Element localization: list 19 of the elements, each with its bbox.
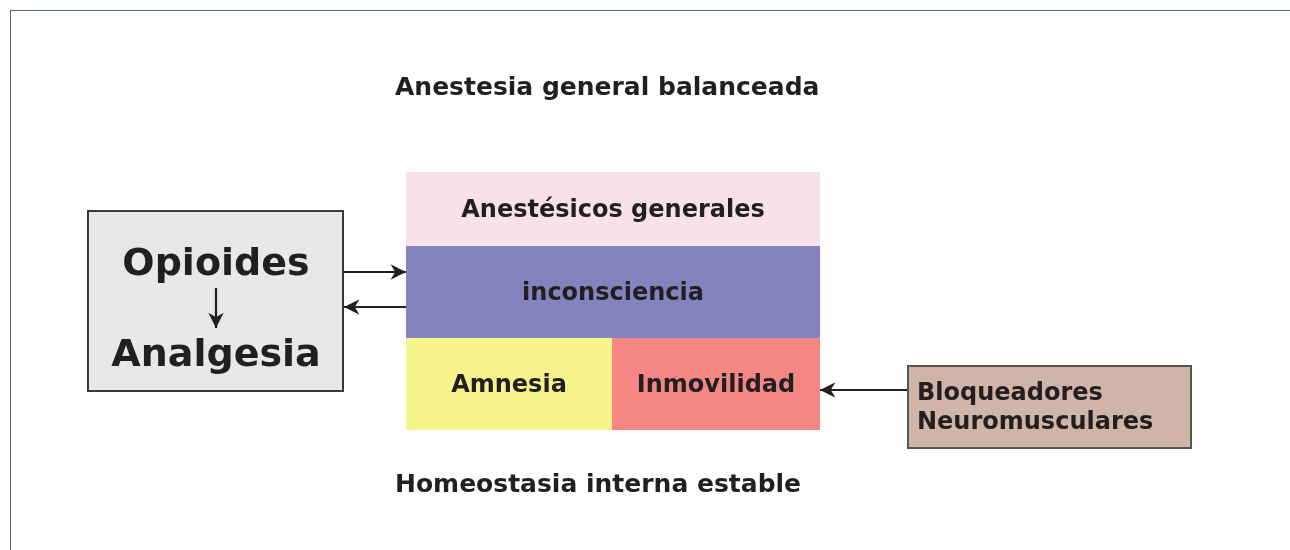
process-box [612,338,820,430]
node-label: Inmovilidad [636,369,796,399]
note-text: Homeostasia interna estable [395,469,802,498]
diagram-title: Anestesia general balanceada [395,72,820,101]
process-box [406,246,820,338]
node-label: Opioides [107,238,325,286]
node-label: Analgesia [107,328,325,378]
process-box [406,172,820,246]
node-label: inconsciencia [522,277,704,307]
process-box [87,210,344,392]
node-label: Amnesia [451,369,567,399]
arrow [208,288,224,328]
arrow [344,264,406,280]
node-label: Anestésicos generales [461,194,765,224]
node-label: Bloqueadores Neuromusculares [917,378,1155,436]
process-box [907,365,1192,449]
process-box [406,338,612,430]
arrow [344,299,406,315]
arrow [820,382,907,398]
